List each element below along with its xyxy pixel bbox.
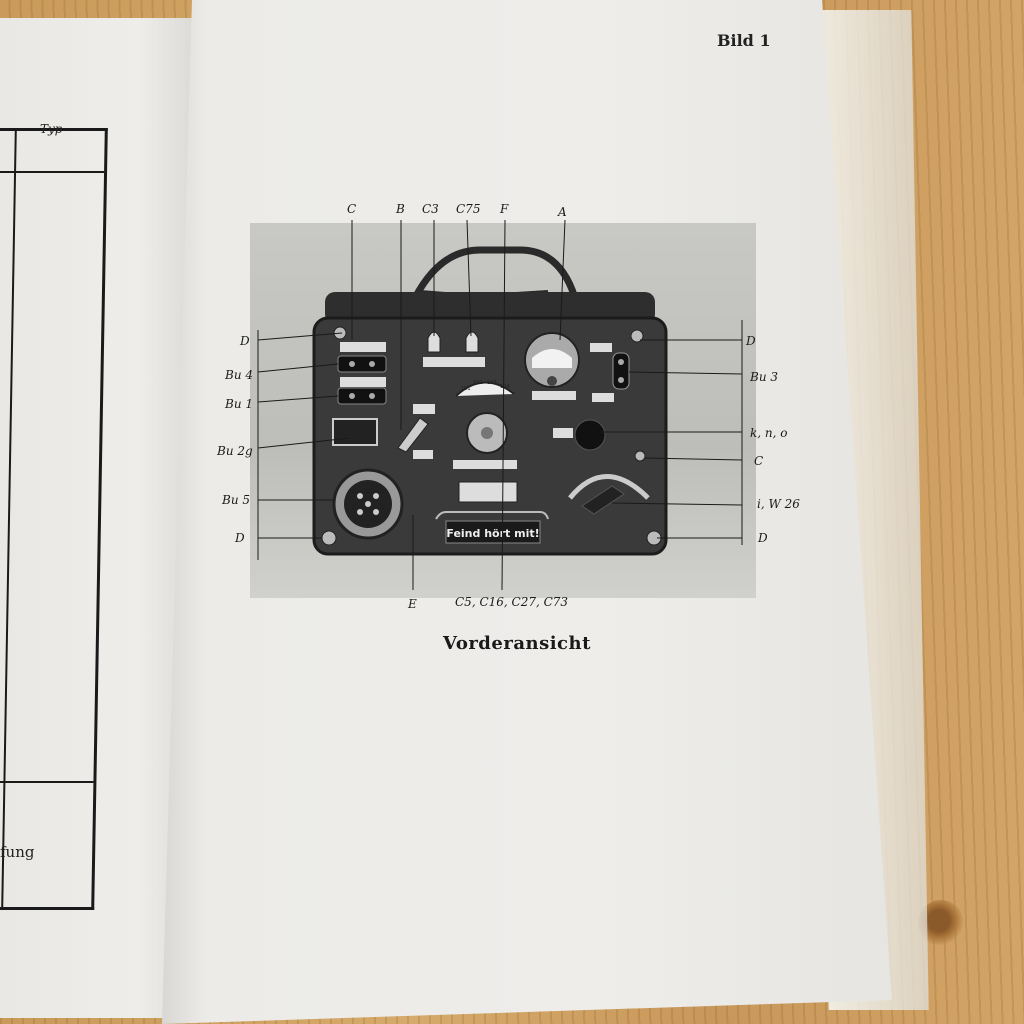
- warning-plate: [445, 520, 541, 544]
- label-plate-bu4: [340, 342, 386, 352]
- plate-label: Bild 1: [717, 31, 771, 50]
- socket-bu4: [337, 355, 387, 373]
- callout-c-right: C: [754, 454, 764, 468]
- callout-c75: C75: [456, 202, 481, 216]
- left-page: [0, 18, 200, 1018]
- callout-d-left-bottom: D: [235, 531, 245, 545]
- figure-caption: Vorderansicht: [443, 633, 591, 654]
- callout-bu4: Bu 4: [225, 368, 253, 382]
- carry-handle: [411, 246, 579, 300]
- type-plate: [458, 481, 518, 503]
- scale-103: 103: [487, 380, 497, 386]
- callout-bu1: Bu 1: [225, 397, 253, 411]
- callout-c5-series: C5, C16, C27, C73: [455, 595, 569, 609]
- knob-k-n-o: [574, 419, 606, 451]
- callout-d-left-top: D: [240, 334, 250, 348]
- scale-101: 101: [461, 386, 471, 392]
- case-top: [325, 292, 655, 324]
- socket-bu1: [337, 387, 387, 405]
- callout-lines: [257, 219, 743, 591]
- screw-top-right: [630, 329, 644, 343]
- callout-b: B: [396, 202, 405, 216]
- callout-a: A: [558, 205, 567, 219]
- socket-bu3: [612, 352, 630, 390]
- callout-bu3: Bu 3: [750, 370, 778, 384]
- callout-bu5: Bu 5: [222, 493, 250, 507]
- tuning-scale-f: [455, 381, 515, 397]
- callout-d-right-bottom: D: [758, 531, 768, 545]
- label-plate-bu1: [340, 377, 386, 387]
- screw-bottom-left: [321, 530, 337, 546]
- callout-c3: C3: [422, 202, 439, 216]
- callout-e: E: [408, 597, 417, 611]
- lamp-c75: [465, 331, 479, 353]
- scale-w26: [568, 474, 650, 500]
- lamp-c3: [427, 331, 441, 353]
- callout-f: F: [500, 202, 509, 216]
- column-header-typ: Typ: [40, 122, 63, 136]
- scale-104: 104: [500, 384, 510, 390]
- scale-102: 102: [473, 380, 483, 386]
- callout-c-top: C: [347, 202, 357, 216]
- callout-k-n-o: k, n, o: [750, 426, 788, 440]
- callout-d-right-top: D: [746, 334, 756, 348]
- footer-fragment: fung: [0, 843, 35, 861]
- switch-b: [397, 417, 429, 453]
- warning-text: Feind hört mit!: [446, 527, 539, 540]
- socket-bu2g: [332, 418, 378, 446]
- callout-i-w26: i, W 26: [757, 497, 800, 511]
- callout-bu2g: Bu 2g: [217, 444, 253, 458]
- selector-i: [581, 485, 625, 515]
